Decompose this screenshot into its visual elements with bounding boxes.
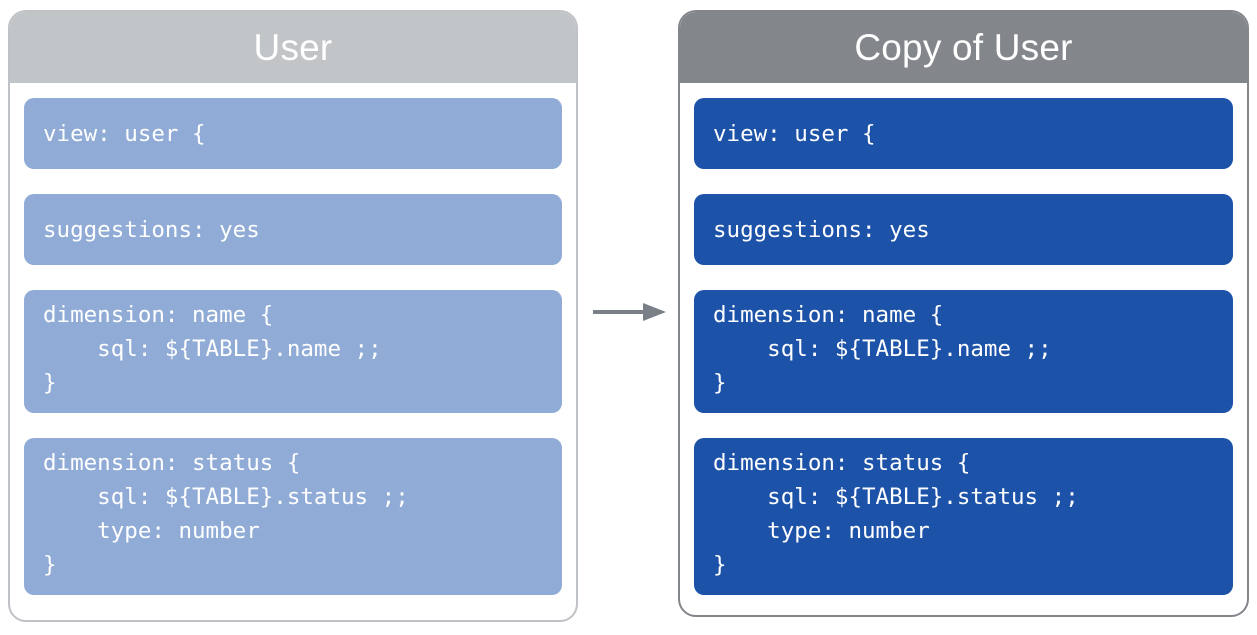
source-block-dimension-status: dimension: status { sql: ${TABLE}.status…: [24, 438, 562, 595]
copy-block-dimension-status: dimension: status { sql: ${TABLE}.status…: [694, 438, 1233, 595]
copy-view-title: Copy of User: [680, 12, 1247, 83]
source-block-dimension-name: dimension: name { sql: ${TABLE}.name ;; …: [24, 290, 562, 413]
copy-view-body: view: user { suggestions: yes dimension:…: [680, 83, 1247, 609]
copy-block-dimension-name: dimension: name { sql: ${TABLE}.name ;; …: [694, 290, 1233, 413]
source-view-title: User: [10, 12, 576, 83]
copy-block-view-declaration: view: user {: [694, 98, 1233, 169]
copy-view-card: Copy of User view: user { suggestions: y…: [678, 10, 1249, 617]
source-block-suggestions: suggestions: yes: [24, 194, 562, 265]
arrow-right-icon: [593, 300, 666, 324]
source-view-card: User view: user { suggestions: yes dimen…: [8, 10, 578, 622]
source-view-body: view: user { suggestions: yes dimension:…: [10, 83, 576, 609]
source-block-view-declaration: view: user {: [24, 98, 562, 169]
copy-block-suggestions: suggestions: yes: [694, 194, 1233, 265]
